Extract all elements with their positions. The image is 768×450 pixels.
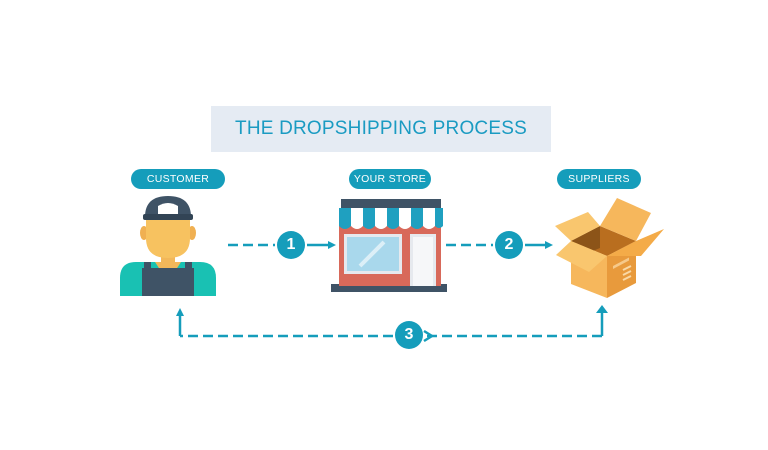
step-badge-3: 3 <box>395 321 423 349</box>
arrow-up-suppliers <box>596 305 608 313</box>
arrow-step-3 <box>176 308 604 343</box>
label-your-store: YOUR STORE <box>349 169 431 189</box>
step-badge-1: 1 <box>277 231 305 259</box>
label-customer: CUSTOMER <box>131 169 225 189</box>
label-suppliers: SUPPLIERS <box>557 169 641 189</box>
title-banner: THE DROPSHIPPING PROCESS <box>211 106 551 152</box>
step-badge-2: 2 <box>495 231 523 259</box>
store-awning <box>339 208 443 229</box>
diagram-title: THE DROPSHIPPING PROCESS <box>235 118 527 139</box>
